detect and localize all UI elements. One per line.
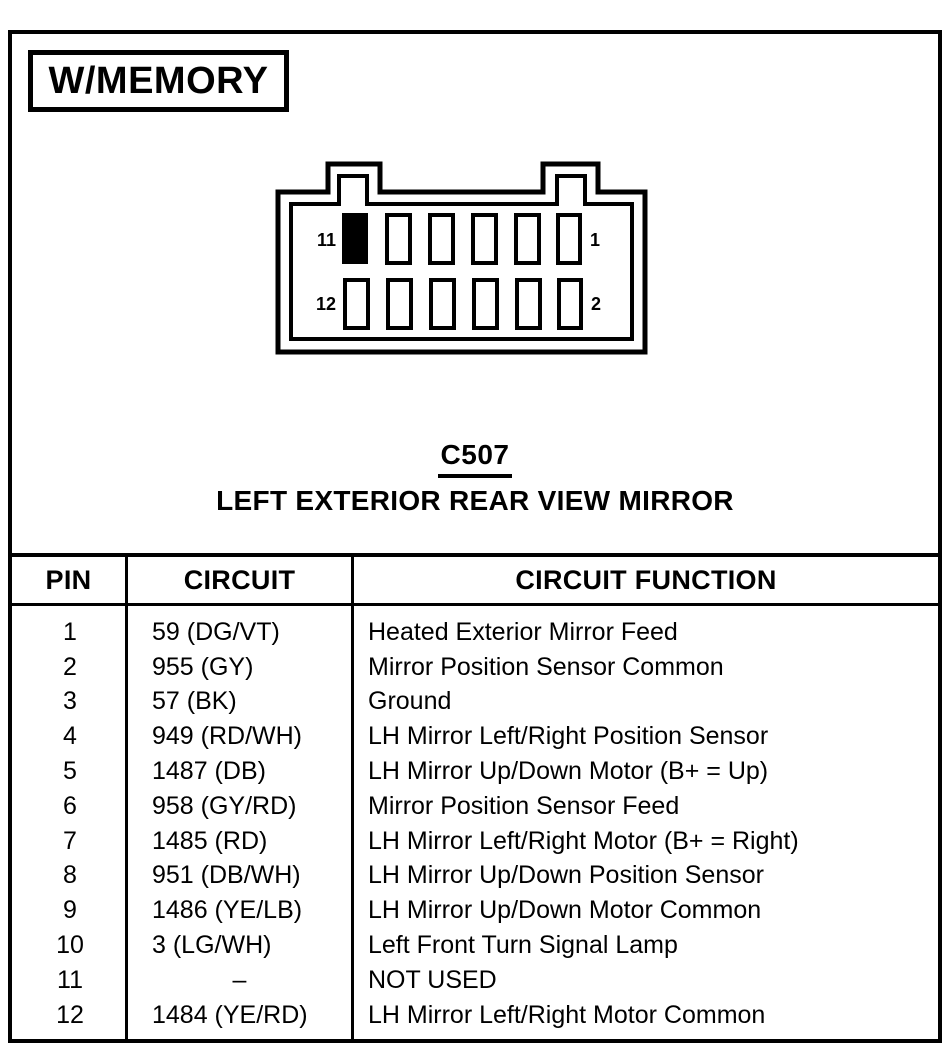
pin-cell: 1 (63, 617, 77, 646)
circuit-cell: 3 (LG/WH) (152, 931, 272, 960)
pinout-table: PIN CIRCUIT CIRCUIT FUNCTION 1 59 (DG/VT… (12, 553, 938, 1040)
column-divider (125, 606, 128, 1040)
pin-label-top-left: 11 (317, 230, 336, 250)
pin-cell: 9 (63, 896, 77, 925)
pin-cavity (429, 278, 456, 330)
circuit-cell: 955 (GY) (152, 652, 254, 681)
pin-cell: 5 (63, 757, 77, 786)
col-header-circuit-function: CIRCUIT FUNCTION (351, 557, 938, 603)
circuit-cell: 57 (BK) (152, 687, 237, 716)
function-cell: Heated Exterior Mirror Feed (368, 617, 678, 646)
pin-cavity (428, 213, 455, 265)
function-cell: Mirror Position Sensor Feed (368, 791, 680, 820)
function-cell: LH Mirror Left/Right Position Sensor (368, 722, 769, 751)
table-row: 4 949 (RD/WH) LH Mirror Left/Right Posit… (12, 719, 938, 754)
circuit-cell: 1484 (YE/RD) (152, 1000, 308, 1029)
circuit-cell: 59 (DG/VT) (152, 617, 280, 646)
pin-cell: 8 (63, 861, 77, 890)
table-header-row: PIN CIRCUIT CIRCUIT FUNCTION (12, 553, 938, 606)
pin-cell: 2 (63, 652, 77, 681)
table-row: 10 3 (LG/WH) Left Front Turn Signal Lamp (12, 928, 938, 963)
pin-cell: 11 (57, 965, 83, 994)
table-body: 1 59 (DG/VT) Heated Exterior Mirror Feed… (12, 606, 938, 1040)
circuit-cell: 949 (RD/WH) (152, 722, 303, 751)
connector-inner-outline (289, 174, 634, 341)
pin-cell: 6 (63, 791, 77, 820)
table-row: 9 1486 (YE/LB) LH Mirror Up/Down Motor C… (12, 893, 938, 928)
circuit-cell: – (232, 965, 247, 994)
table-row: 3 57 (BK) Ground (12, 685, 938, 720)
pin-cell: 10 (56, 931, 84, 960)
column-divider (351, 606, 354, 1040)
function-cell: Mirror Position Sensor Common (368, 652, 724, 681)
table-row: 11 – NOT USED (12, 963, 938, 998)
pin-cell: 7 (63, 826, 77, 855)
variant-label-box: W/MEMORY (28, 50, 289, 112)
table-row: 12 1484 (YE/RD) LH Mirror Left/Right Mot… (12, 998, 938, 1033)
function-cell: LH Mirror Up/Down Motor Common (368, 896, 762, 925)
col-header-pin: PIN (45, 564, 92, 595)
connector-id: C507 (437, 439, 513, 478)
function-cell: LH Mirror Up/Down Position Sensor (368, 861, 764, 890)
pin-cavity (557, 278, 583, 330)
manual-page: W/MEMORY 11 1 12 2 C507 LEFT EXTERIOR RE… (8, 30, 942, 1043)
function-cell: LH Mirror Left/Right Motor Common (368, 1000, 766, 1029)
circuit-cell: 1486 (YE/LB) (152, 896, 303, 925)
table-row: 6 958 (GY/RD) Mirror Position Sensor Fee… (12, 789, 938, 824)
variant-label: W/MEMORY (48, 59, 269, 102)
function-cell: Ground (368, 687, 452, 716)
table-row: 5 1487 (DB) LH Mirror Up/Down Motor (B+ … (12, 754, 938, 789)
circuit-cell: 951 (DB/WH) (152, 861, 301, 890)
pin-label-bottom-right: 2 (591, 294, 601, 314)
pin-cavity (386, 278, 413, 330)
pin-cavity (514, 213, 541, 265)
function-cell: NOT USED (368, 965, 497, 994)
table-row: 8 951 (DB/WH) LH Mirror Up/Down Position… (12, 859, 938, 894)
pin-cavity (385, 213, 412, 265)
circuit-cell: 1485 (RD) (152, 826, 268, 855)
table-row: 1 59 (DG/VT) Heated Exterior Mirror Feed (12, 615, 938, 650)
connector-diagram: 11 1 12 2 (275, 161, 648, 355)
pin-cell: 12 (56, 1000, 84, 1029)
circuit-cell: 958 (GY/RD) (152, 791, 297, 820)
function-cell: LH Mirror Left/Right Motor (B+ = Right) (368, 826, 799, 855)
table-row: 7 1485 (RD) LH Mirror Left/Right Motor (… (12, 824, 938, 859)
pin-label-bottom-left: 12 (316, 294, 336, 314)
pin-cavity (472, 278, 499, 330)
connector-outer-outline (275, 161, 648, 355)
connector-id-wrap: C507 (12, 439, 938, 478)
function-cell: LH Mirror Up/Down Motor (B+ = Up) (368, 757, 769, 786)
pin-cell: 4 (63, 722, 77, 751)
pin-cavity (343, 278, 370, 330)
col-header-circuit: CIRCUIT (125, 557, 351, 603)
pin-cavity (515, 278, 542, 330)
function-cell: Left Front Turn Signal Lamp (368, 931, 678, 960)
pin-cavity-11-filled (342, 213, 368, 264)
table-row: 2 955 (GY) Mirror Position Sensor Common (12, 650, 938, 685)
pin-cell: 3 (63, 687, 77, 716)
pin-cavity (471, 213, 498, 265)
pin-label-top-right: 1 (590, 230, 600, 250)
connector-name: LEFT EXTERIOR REAR VIEW MIRROR (216, 485, 734, 516)
pin-cavity (556, 213, 582, 265)
circuit-cell: 1487 (DB) (152, 757, 266, 786)
